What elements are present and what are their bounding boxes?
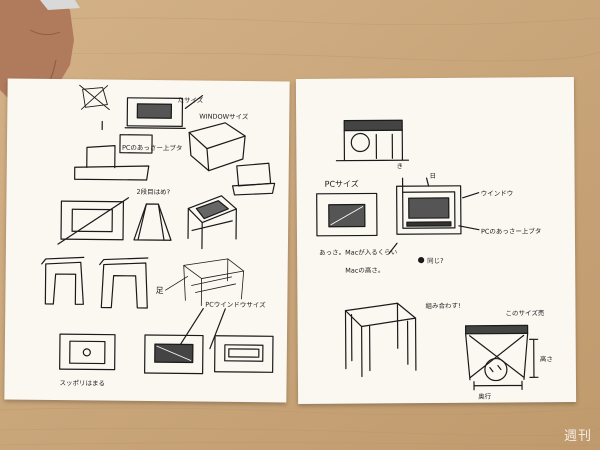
desk-section-sketch <box>335 119 410 162</box>
note-kensaku: 2段目はめ? <box>136 187 171 197</box>
frame-sketch <box>57 197 130 245</box>
window-box-sketch <box>396 177 462 235</box>
note-tate: 奥行 <box>478 392 492 401</box>
note-suppori: スッポリはまる <box>59 379 106 388</box>
box-sketch <box>188 122 246 172</box>
legs-sketch <box>41 256 149 309</box>
note-tasize: たサイズ <box>177 96 204 105</box>
note-mac-hairu: あっさ。Macが入るくらい <box>319 248 398 257</box>
stand-sketch <box>133 203 172 241</box>
note-takasa: 高さ <box>539 355 553 364</box>
arrow-window <box>462 192 480 199</box>
screen-sketch <box>231 162 276 196</box>
monitor-desk-sketch <box>187 195 237 250</box>
arrow-mac <box>388 242 398 254</box>
watermark: 週刊 <box>563 429 592 444</box>
bottom-box-3 <box>214 335 274 373</box>
crossed-sketch <box>79 84 110 111</box>
note-pc-window-size: PCウインドウサイズ <box>205 300 266 310</box>
note-mac-takasa: Macの高さ。 <box>345 266 385 275</box>
note-window-size: WINDOWサイズ <box>199 112 249 122</box>
right-sketch-sheet: PCサイズ き 日 ウインドウ PCのあっさー上ブタ あっさ。Macが入るくらい… <box>295 77 577 404</box>
note-ashi: 足 <box>155 286 164 296</box>
left-sketch-sheet: たサイズ WINDOWサイズ PCのあっさー上ブタ 2段目はめ? 足 PCウイン… <box>4 78 290 403</box>
note-kumiawase: 組み合わす! <box>425 301 461 311</box>
bottom-box-1 <box>59 333 116 371</box>
note-pc-acchi: PCのあっさー上ブタ <box>121 143 183 153</box>
bottom-box-2 <box>144 334 204 375</box>
pc-size-sketch <box>316 192 378 237</box>
stand-globe-sketch <box>464 324 539 391</box>
desk-sketch <box>74 120 153 181</box>
arrow-line-1 <box>179 307 204 346</box>
note-pc-size: PCサイズ <box>324 179 359 189</box>
note-nichi: 日 <box>429 171 437 181</box>
desk-3d-sketch <box>344 302 417 378</box>
right-sketches <box>316 119 539 391</box>
bullet-dot <box>418 257 425 264</box>
note-pc-acchi-right: PCのあっさー上ブタ <box>480 227 542 236</box>
left-sketches <box>41 84 276 375</box>
laptop-window-sketch <box>124 94 204 129</box>
perspective-stand-sketch <box>165 258 245 306</box>
arrow-pc-acchi <box>458 225 480 231</box>
note-kono-size: このサイズ売 <box>505 309 545 318</box>
note-onaji: 同じ? <box>427 256 444 266</box>
note-window: ウインドウ <box>480 189 514 198</box>
note-ki: き <box>396 162 404 171</box>
arrow-line-2 <box>209 308 226 350</box>
